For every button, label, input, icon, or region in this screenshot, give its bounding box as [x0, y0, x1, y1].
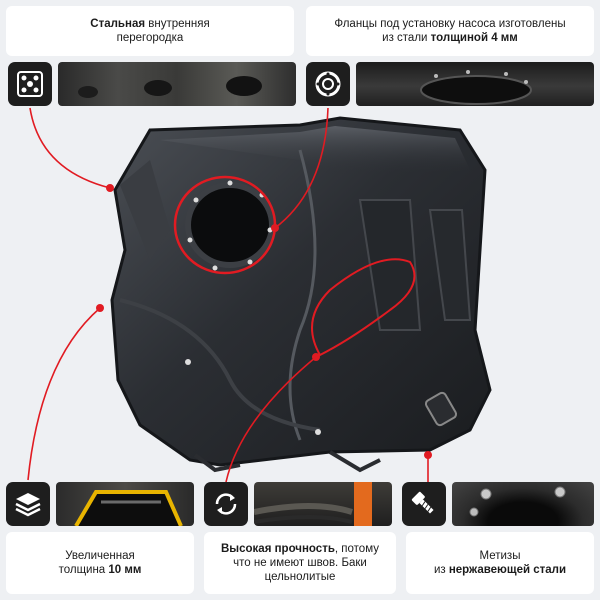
caption-high-strength: Высокая прочность, потому что не имеют ш… — [204, 532, 396, 594]
caption-wall-thickness: Увеличенная толщина 10 мм — [6, 532, 194, 594]
baffle-plate-icon — [8, 62, 52, 106]
flange-photo — [356, 62, 594, 106]
seamless-tank-photo — [254, 482, 392, 526]
caption-pump-flanges: Фланцы под установку насоса изготовлены … — [306, 6, 594, 56]
baffle-photo — [58, 62, 296, 106]
stainless-bolts-photo — [452, 482, 594, 526]
flange-ring-icon — [306, 62, 350, 106]
caption-steel-baffle: Стальная внутренняя перегородка — [6, 6, 294, 56]
bolt-icon — [402, 482, 446, 526]
layers-icon — [6, 482, 50, 526]
rotate-arrows-icon — [204, 482, 248, 526]
wall-thickness-photo — [56, 482, 194, 526]
caption-stainless-hardware: Метизы из нержавеющей стали — [406, 532, 594, 594]
